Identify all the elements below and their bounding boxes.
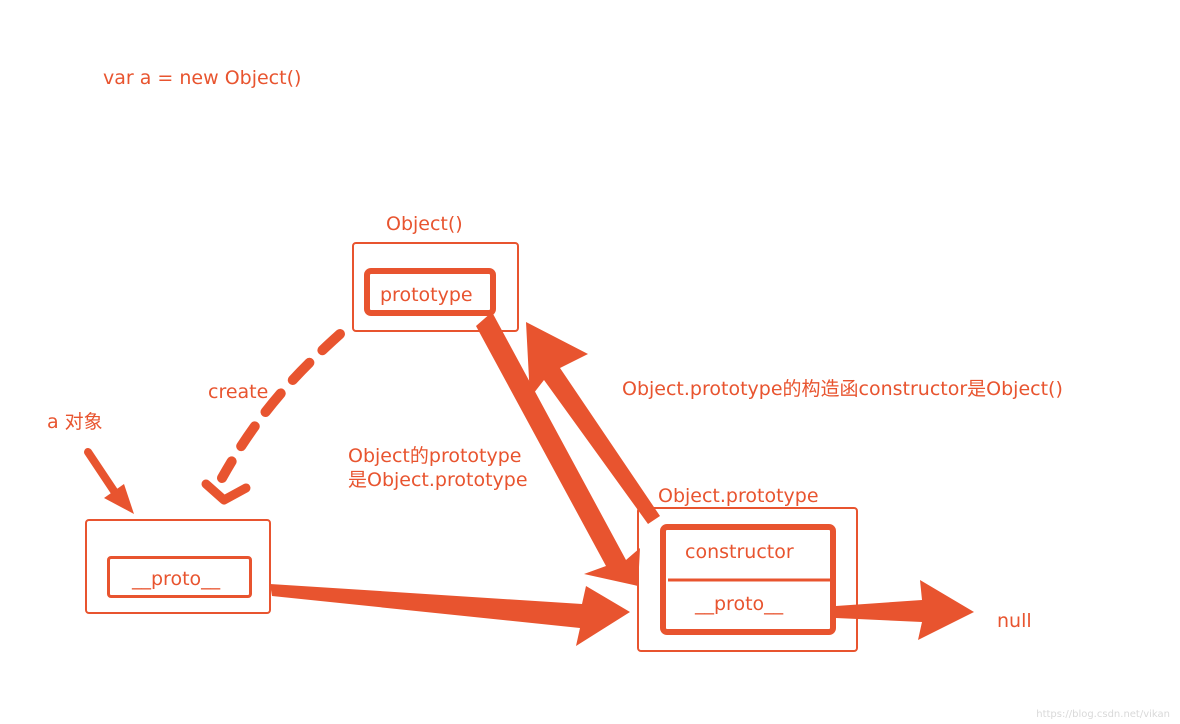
create-label: create xyxy=(208,381,269,403)
object-prototype-proto-field: __proto__ xyxy=(695,593,784,615)
prototype-is-line2: 是Object.prototype xyxy=(348,469,528,491)
a-proto-box: __proto__ xyxy=(107,556,252,598)
a-proto-to-objectprototype-arrow xyxy=(270,584,630,646)
a-object-title: a 对象 xyxy=(47,411,103,433)
code-line: var a = new Object() xyxy=(103,67,302,89)
a-object-pointer-head xyxy=(104,484,134,514)
prototype-to-objectprototype-arrow xyxy=(476,312,640,586)
constructor-to-object-arrow xyxy=(526,322,660,524)
create-dashed-arrow xyxy=(217,329,345,483)
a-proto-label: __proto__ xyxy=(132,568,221,590)
constructor-field: constructor xyxy=(685,541,794,563)
object-prototype-title: Object.prototype xyxy=(658,485,819,507)
a-object-box xyxy=(85,519,271,614)
null-label: null xyxy=(997,610,1032,632)
create-arrowhead xyxy=(201,479,251,505)
object-fn-title: Object() xyxy=(386,213,463,235)
object-prototype-box xyxy=(637,507,858,652)
object-prototype-inner-box xyxy=(660,524,836,635)
watermark: https://blog.csdn.net/vikan xyxy=(1036,709,1170,720)
object-fn-prototype-box: prototype xyxy=(364,268,496,316)
objectprototype-to-null-arrow xyxy=(836,580,974,640)
object-fn-prototype-label: prototype xyxy=(380,284,473,306)
constructor-is-label: Object.prototype的构造函constructor是Object() xyxy=(622,378,1063,400)
object-fn-box xyxy=(352,242,519,332)
prototype-is-line1: Object的prototype xyxy=(348,445,522,467)
